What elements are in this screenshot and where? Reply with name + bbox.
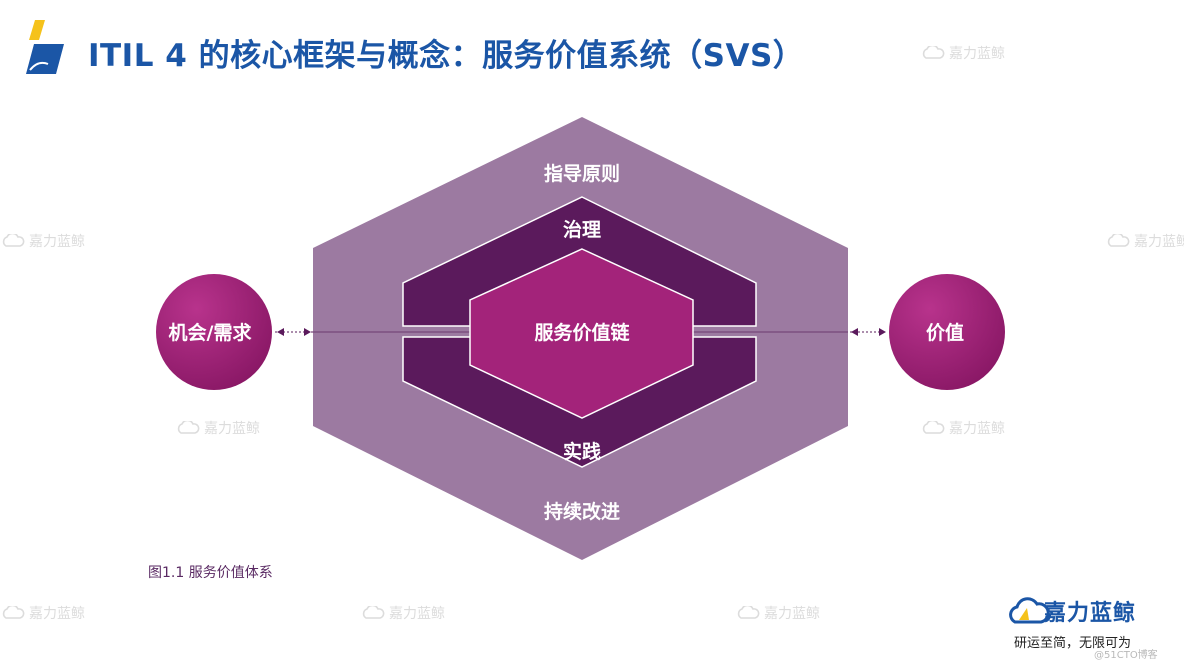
watermark: 嘉力蓝鲸 bbox=[920, 418, 1005, 438]
watermark: 嘉力蓝鲸 bbox=[175, 418, 260, 438]
cloud-watermark-icon bbox=[175, 419, 201, 435]
guiding-principles-label: 指导原则 bbox=[544, 163, 620, 185]
cloud-logo-icon bbox=[1009, 597, 1050, 624]
arrow-left-icon bbox=[304, 328, 311, 336]
governance-label: 治理 bbox=[563, 218, 601, 241]
source-credit: @51CTO博客 bbox=[1094, 650, 1158, 661]
cloud-watermark-icon bbox=[920, 419, 946, 435]
page-title: ITIL 4 的核心框架与概念：服务价值系统（SVS） bbox=[88, 38, 805, 74]
value-label: 价值 bbox=[926, 321, 964, 344]
cloud-watermark-icon bbox=[1105, 232, 1131, 248]
figure-caption: 图1.1 服务价值体系 bbox=[148, 565, 273, 581]
arrow-right-icon bbox=[879, 328, 886, 336]
practices-label: 实践 bbox=[563, 440, 601, 463]
cloud-watermark-icon bbox=[0, 232, 26, 248]
watermark: 嘉力蓝鲸 bbox=[920, 43, 1005, 63]
cloud-watermark-icon bbox=[360, 604, 386, 620]
core-hexagon bbox=[469, 248, 694, 419]
watermark: 嘉力蓝鲸 bbox=[0, 603, 85, 623]
cloud-watermark-icon bbox=[735, 604, 761, 620]
value-circle bbox=[889, 274, 1005, 390]
service-value-chain-label: 服务价值链 bbox=[534, 321, 629, 344]
cloud-watermark-icon bbox=[0, 604, 26, 620]
brand-slogan: 研运至简，无限可为 bbox=[1014, 636, 1132, 651]
watermark: 嘉力蓝鲸 bbox=[1105, 231, 1184, 251]
brand-name: 嘉力蓝鲸 bbox=[1044, 601, 1137, 626]
opportunity-demand-label: 机会/需求 bbox=[169, 321, 253, 344]
watermark: 嘉力蓝鲸 bbox=[735, 603, 820, 623]
watermark: 嘉力蓝鲸 bbox=[360, 603, 445, 623]
logo-mark-icon bbox=[26, 20, 64, 74]
watermark: 嘉力蓝鲸 bbox=[0, 231, 85, 251]
arrow-left-icon bbox=[277, 328, 284, 336]
arrow-right-icon bbox=[851, 328, 858, 336]
cloud-watermark-icon bbox=[920, 44, 946, 60]
opportunity-demand-circle bbox=[156, 274, 272, 390]
continual-improvement-label: 持续改进 bbox=[544, 500, 620, 523]
